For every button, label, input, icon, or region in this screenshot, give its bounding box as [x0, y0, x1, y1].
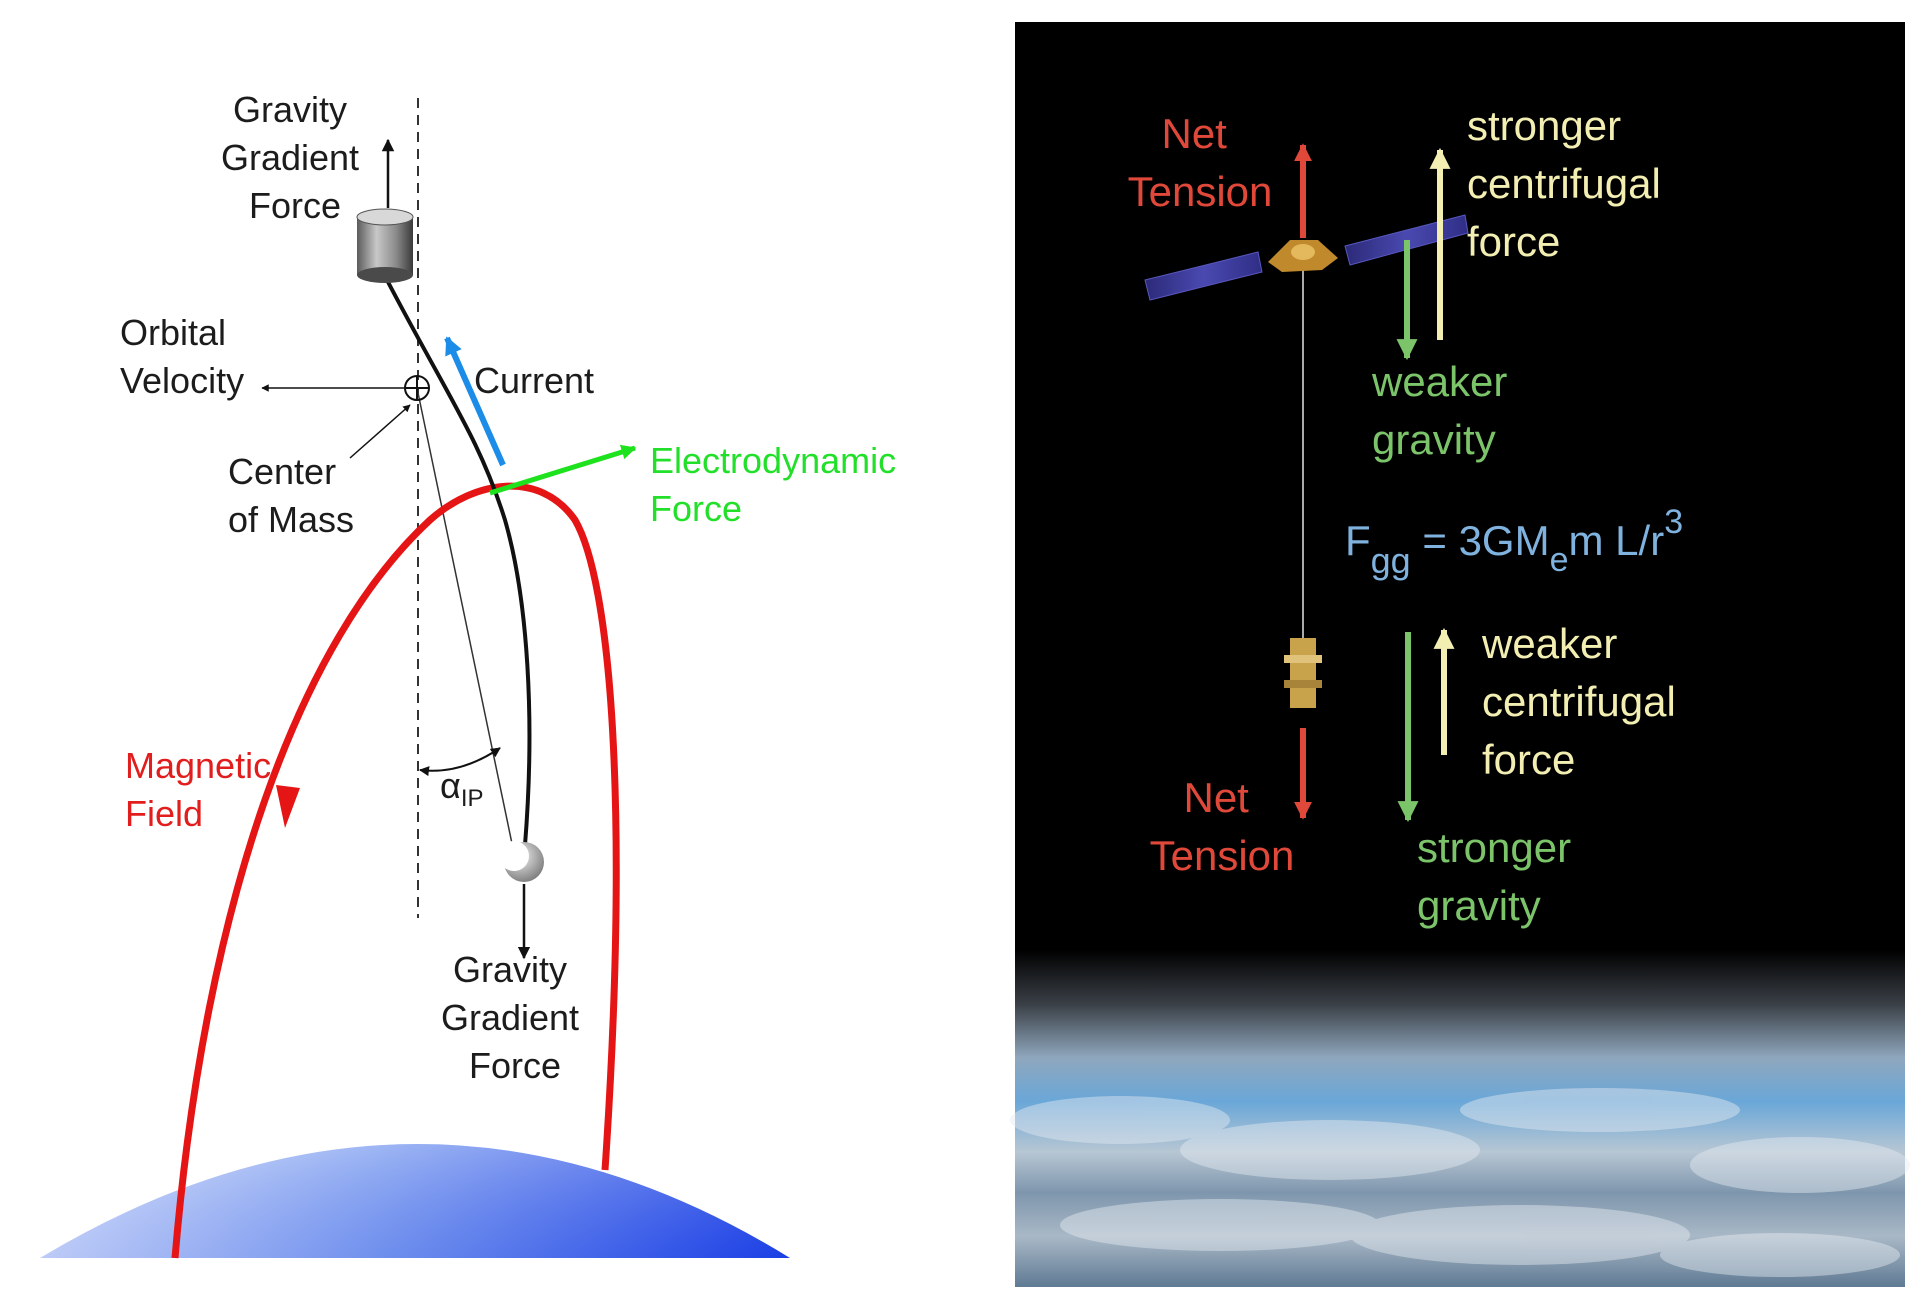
weaker-centrifugal-label: weaker centrifugal force — [1481, 620, 1687, 783]
gravity-gradient-formula: Fgg = 3GMem L/r3 — [1345, 503, 1683, 581]
com-pointer-arrow — [349, 404, 411, 459]
tether-line — [386, 281, 532, 846]
current-label: Current — [474, 360, 594, 401]
cloud-layer — [1010, 1088, 1910, 1277]
tether-chord-line — [416, 387, 516, 859]
center-of-mass-label: Center of Mass — [228, 451, 354, 540]
magnetic-field-line — [171, 482, 620, 1259]
earth-atmosphere — [1015, 950, 1905, 1287]
current-arrow — [444, 336, 506, 467]
lower-satellite — [1284, 638, 1322, 708]
center-of-mass-symbol — [404, 375, 430, 401]
orbital-velocity-label: Orbital Velocity — [120, 312, 244, 401]
magnetic-field-arrowhead — [276, 785, 300, 828]
alpha-angle-arc — [419, 747, 501, 777]
electrodynamic-force-arrow — [489, 444, 637, 496]
magnetic-field-label: Magnetic Field — [125, 745, 281, 834]
earth-cap-shade — [40, 1144, 790, 1258]
net-tension-bottom-label: Net Tension — [1150, 774, 1295, 879]
lower-end-mass — [499, 841, 544, 882]
gg-bottom-label: Gravity Gradient Force — [441, 949, 589, 1086]
upper-satellite-cylinder — [356, 208, 414, 283]
left-diagram: Gravity Gradient Force Orbital Velocity … — [40, 89, 906, 1259]
electrodynamic-force-label: Electrodynamic Force — [650, 440, 906, 529]
stronger-centrifugal-label: stronger centrifugal force — [1467, 102, 1672, 265]
stronger-gravity-label: stronger gravity — [1417, 824, 1583, 929]
alpha-ip-label: αIP — [440, 765, 484, 812]
right-diagram: Net Tension stronger centrifugal force w… — [1010, 22, 1910, 1287]
gg-top-label: Gravity Gradient Force — [221, 89, 369, 226]
weaker-gravity-label: weaker gravity — [1371, 358, 1519, 463]
net-tension-top-label: Net Tension — [1128, 110, 1273, 215]
